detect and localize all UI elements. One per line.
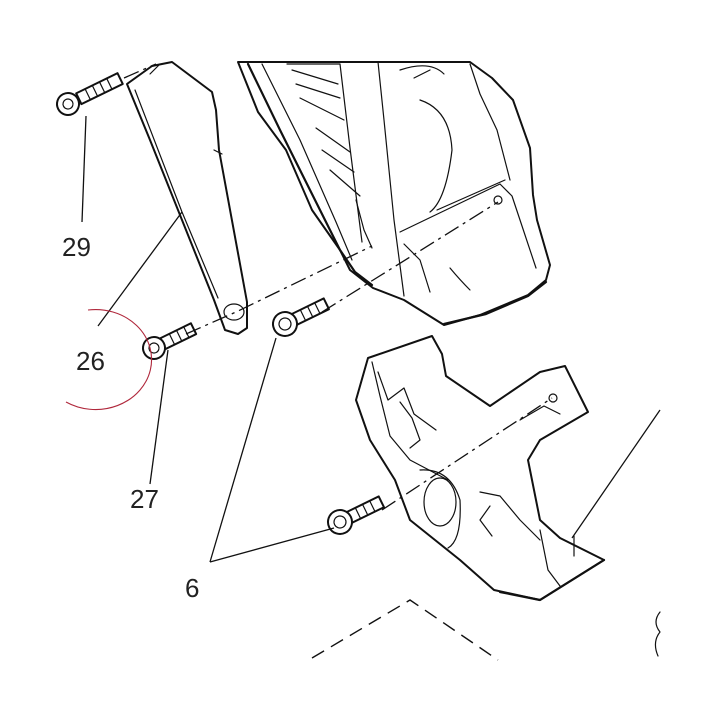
bolt-29[interactable]: [53, 69, 125, 119]
callout-26[interactable]: 26: [76, 346, 105, 376]
callout-27[interactable]: 27: [130, 484, 159, 514]
bolt-6-upper[interactable]: [269, 293, 332, 340]
callout-6[interactable]: 6: [185, 573, 199, 603]
bracket-part-26[interactable]: [126, 61, 248, 335]
alignment-lines: [123, 63, 553, 511]
bolt-6-lower[interactable]: [324, 491, 387, 538]
section-break-outline: [311, 599, 661, 661]
highlight-circle: [65, 309, 153, 411]
callout-29[interactable]: 29: [62, 232, 91, 262]
lower-cover: [355, 335, 606, 602]
bolt-27[interactable]: [139, 319, 198, 363]
leader-lines: [81, 115, 661, 563]
engine-housing: [237, 61, 551, 326]
